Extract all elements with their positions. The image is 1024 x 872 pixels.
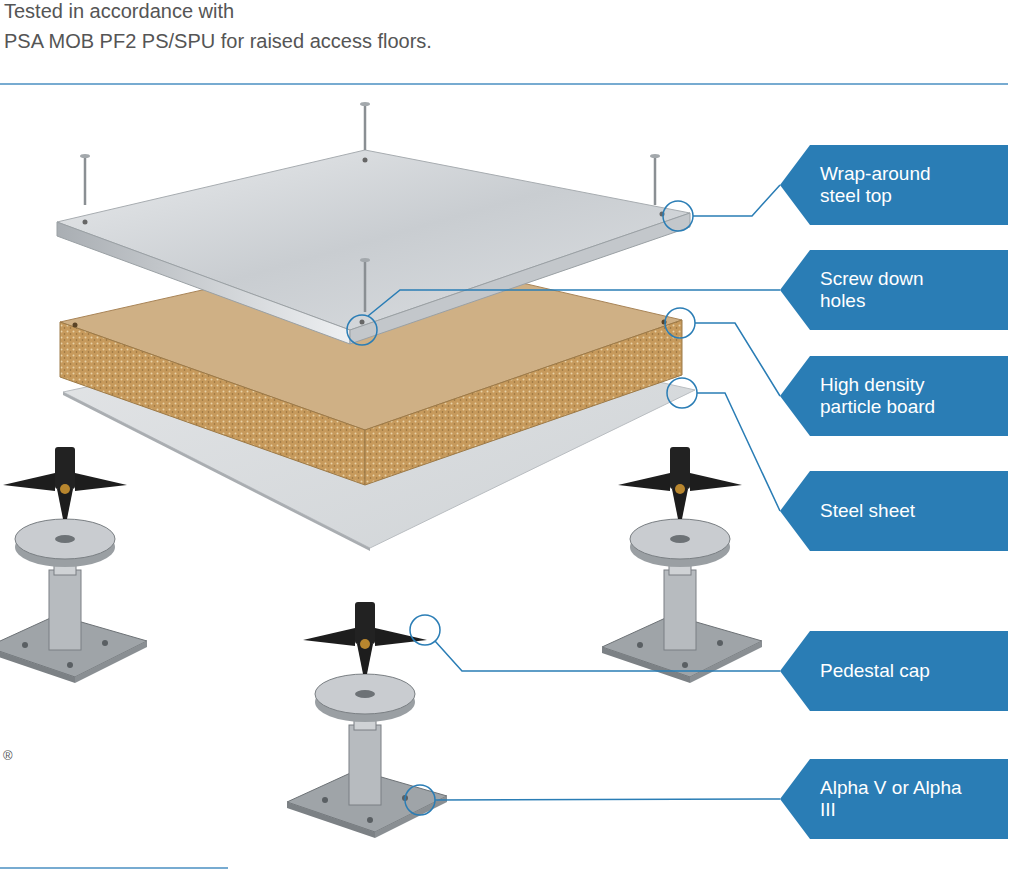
callout-box: Steel sheet [780, 471, 1008, 551]
footer-rule [0, 867, 228, 869]
header-note: Tested in accordance with [4, 0, 234, 23]
callout-box: Pedestal cap [780, 631, 1008, 711]
leader-lines [347, 185, 780, 815]
steel-top [57, 150, 690, 344]
callout-text: High density particle board [820, 374, 970, 418]
pedestal-right [602, 447, 762, 683]
pedestal-front [287, 602, 447, 838]
callout-box: Alpha V or Alpha III [780, 759, 1008, 839]
callout-text: Alpha V or Alpha III [820, 777, 970, 821]
screws [85, 106, 655, 312]
callout-text: Screw down holes [820, 268, 970, 312]
trademark-mark: ® [3, 748, 13, 763]
callout-text: Wrap-around steel top [820, 163, 970, 207]
callout-text: Steel sheet [820, 500, 970, 522]
callout-box: High density particle board [780, 356, 1008, 436]
screw-heads [80, 102, 660, 262]
callout-text: Pedestal cap [820, 660, 970, 682]
callout-box: Screw down holes [780, 250, 1008, 330]
header-note: PSA MOB PF2 PS/SPU for raised access flo… [4, 30, 432, 53]
pedestal-left [0, 447, 147, 683]
callout-box: Wrap-around steel top [780, 145, 1008, 225]
header-rule [0, 83, 1008, 85]
